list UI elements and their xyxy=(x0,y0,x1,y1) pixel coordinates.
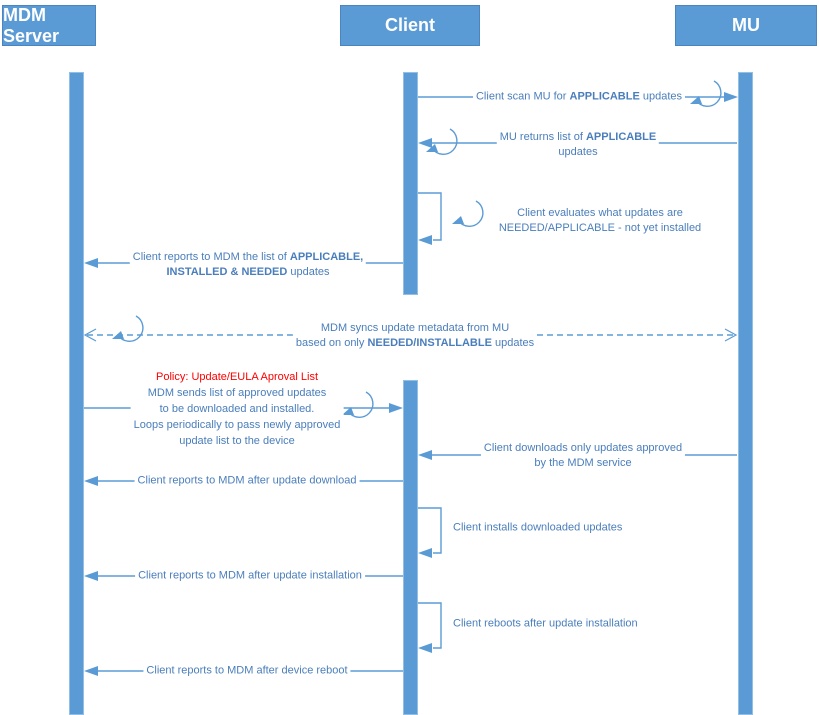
label-segment: updates xyxy=(639,90,683,103)
label-segment-bold: APPLICABLE xyxy=(585,131,657,143)
loop-icon xyxy=(342,391,374,418)
msg-policy-label: Policy: Update/EULA Aproval List MDM sen… xyxy=(130,369,344,449)
label-segment: MU returns list of xyxy=(499,131,586,143)
msg-download-label: Client downloads only updates approved b… xyxy=(480,441,686,471)
label-line: NEEDED/APPLICABLE - not yet installed xyxy=(498,222,702,234)
msg-report-download-label: Client reports to MDM after update downl… xyxy=(134,473,360,489)
loop-icon xyxy=(112,315,144,342)
actor-label-mdm-server: MDM Server xyxy=(3,4,60,46)
loop-icon xyxy=(426,128,458,155)
self-loop-evaluate xyxy=(418,192,442,245)
label-line: MDM syncs update metadata from MU xyxy=(320,322,510,334)
label-line: updates xyxy=(558,146,598,158)
label-line: based on only NEEDED/INSTALLABLE updates xyxy=(296,336,534,351)
label-line: update list to the device xyxy=(179,435,295,447)
label-segment: updates xyxy=(287,266,330,278)
msg-reboot-label: Client reboots after update installation xyxy=(450,616,641,632)
self-loop-reboot xyxy=(418,602,442,653)
label-segment: Client scan MU for xyxy=(475,90,570,103)
label-line: MDM sends list of approved updates xyxy=(147,387,327,399)
label-segment: updates xyxy=(491,337,535,349)
msg-report-list-label: Client reports to MDM the list of APPLIC… xyxy=(129,250,367,280)
msg-scan-label: Client scan MU for APPLICABLE updates xyxy=(472,89,686,105)
label-segment: Client reports to MDM the list of xyxy=(132,251,290,263)
msg-report-reboot-label: Client reports to MDM after device reboo… xyxy=(143,663,351,679)
label-line: to be downloaded and installed. xyxy=(159,403,315,415)
label-line: Client evaluates what updates are xyxy=(517,207,683,219)
actor-box-client: Client xyxy=(340,5,480,46)
label-segment-bold: INSTALLED & NEEDED xyxy=(166,266,288,278)
label-line: INSTALLED & NEEDED updates xyxy=(133,265,363,280)
label-line: Loops periodically to pass newly approve… xyxy=(133,419,341,431)
label-line: Client downloads only updates approved xyxy=(483,442,683,454)
actor-label-mu: MU xyxy=(732,15,760,35)
msg-returns-label: MU returns list of APPLICABLE updates xyxy=(496,130,660,160)
label-segment-bold: APPLICABLE xyxy=(569,90,640,103)
loop-icon xyxy=(690,80,722,107)
label-line: by the MDM service xyxy=(534,457,632,469)
msg-evaluate-label: Client evaluates what updates are NEEDED… xyxy=(495,206,705,236)
label-segment-bold: NEEDED/INSTALLABLE xyxy=(367,337,492,349)
msg-install-label: Client installs downloaded updates xyxy=(450,520,626,536)
actor-box-mu: MU xyxy=(675,5,817,46)
actor-label-client: Client xyxy=(384,15,435,35)
label-segment-bold: APPLICABLE, xyxy=(289,251,364,263)
loop-icon xyxy=(452,200,484,227)
label-line: Client reports to MDM the list of APPLIC… xyxy=(133,250,363,265)
policy-title: Policy: Update/EULA Aproval List xyxy=(155,371,319,383)
label-segment: based on only xyxy=(295,337,368,349)
msg-sync-label: MDM syncs update metadata from MU based … xyxy=(292,321,538,351)
msg-report-install-label: Client reports to MDM after update insta… xyxy=(135,568,365,584)
self-loop-install xyxy=(418,507,442,558)
actor-box-mdm-server: MDM Server xyxy=(2,5,96,46)
lifeline-client-upper xyxy=(403,72,418,295)
label-line: MU returns list of APPLICABLE xyxy=(500,130,656,145)
